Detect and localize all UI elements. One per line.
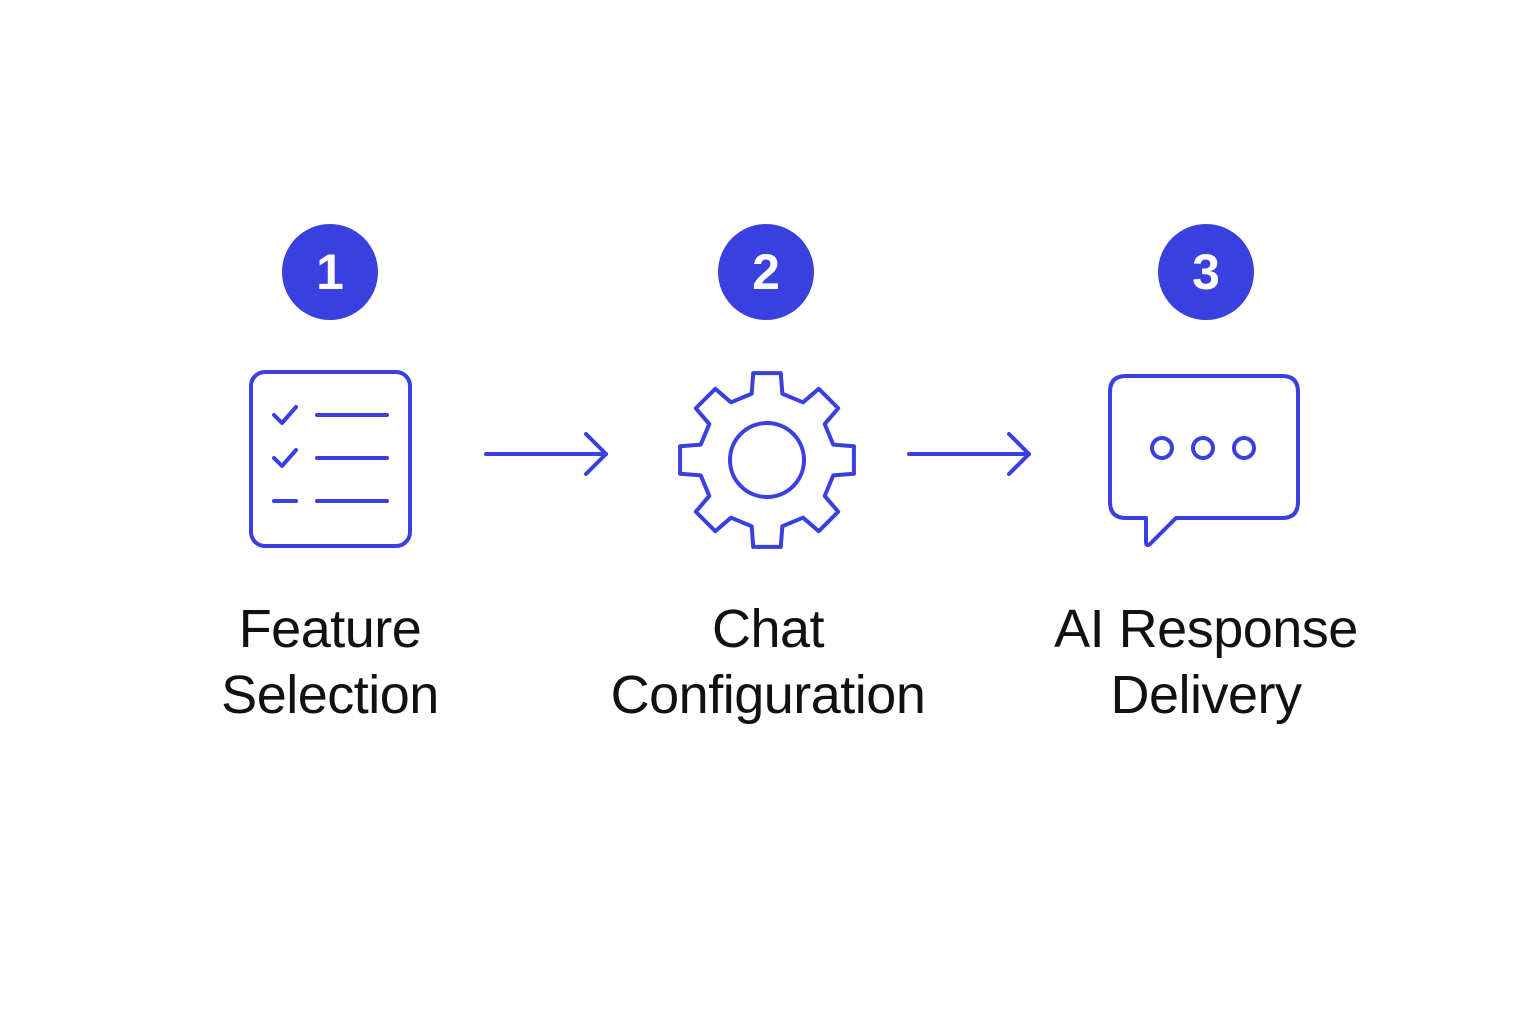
step-3: 3 AI Response Delivery [996, 0, 1416, 1024]
step-2: 2 Chat Configuration [558, 0, 978, 1024]
step-label: Feature Selection [120, 596, 540, 728]
arrow-right-icon [484, 432, 608, 476]
gear-icon [668, 360, 868, 560]
step-label-line: Chat [711, 599, 825, 659]
step-number-badge: 2 [718, 224, 814, 320]
step-1: 1 Feature Selection [120, 0, 540, 1024]
step-label-line: Selection [221, 665, 439, 725]
step-number-badge: 3 [1158, 224, 1254, 320]
step-label: AI Response Delivery [996, 596, 1416, 728]
step-label-line: Delivery [1110, 665, 1302, 725]
checklist-icon [240, 360, 420, 560]
step-label: Chat Configuration [558, 596, 978, 728]
arrow-right-icon [907, 432, 1031, 476]
step-label-line: Configuration [610, 665, 926, 725]
step-number-badge: 1 [282, 224, 378, 320]
chat-bubble-icon [1100, 360, 1312, 560]
step-label-line: Feature [238, 599, 422, 659]
step-label-line: AI Response [1054, 599, 1358, 659]
